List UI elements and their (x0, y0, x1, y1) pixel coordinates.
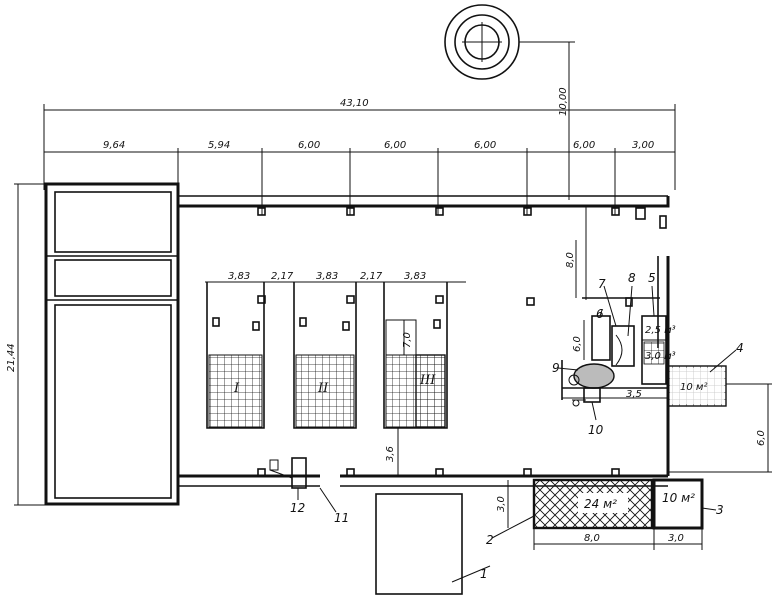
top-columns (257, 207, 667, 229)
pool-depth-label: 7,0 (402, 332, 413, 348)
segment-label-7: 3,00 (632, 140, 654, 151)
annex-small (652, 478, 704, 530)
callout-12: 12 (290, 501, 305, 515)
segment-label-3: 6,00 (298, 140, 320, 151)
pool-1 (206, 282, 266, 429)
pool-2-label: II (317, 381, 329, 396)
callout-6: 6 (596, 307, 604, 321)
area-4-label: 10 м² (680, 382, 707, 393)
callout-11: 11 (334, 511, 349, 525)
overall-length-label: 43,10 (340, 98, 369, 109)
bottom-columns (257, 297, 620, 477)
callout-7: 7 (598, 277, 606, 291)
courtyard-1 (375, 493, 463, 595)
callout-leaders (297, 285, 737, 583)
area-4-bg (670, 368, 724, 404)
annex-small-label: 10 м² (662, 491, 695, 505)
segment-label-1: 9,64 (103, 140, 125, 151)
callout-2: 2 (486, 533, 494, 547)
equipment-room (561, 206, 668, 407)
annex-main-label: 24 м² (584, 497, 617, 511)
bay-depth-label: 6,0 (572, 336, 583, 352)
annex-depth-label: 3,0 (496, 496, 507, 512)
callout-8: 8 (628, 271, 636, 285)
tank-upper-label: 2,5 м³ (645, 325, 676, 336)
callout-10: 10 (588, 423, 604, 437)
segment-label-2: 5,94 (208, 140, 230, 151)
main-hall-walls (176, 195, 670, 487)
pool-3 (383, 282, 448, 429)
tank-lower-label: 3,0 м³ (645, 351, 676, 362)
callout-5: 5 (648, 271, 656, 285)
small-width-label: 3,0 (668, 533, 684, 544)
callout-1: 1 (480, 567, 488, 581)
overall-width-label: 21,44 (6, 343, 17, 372)
side-offset-label: 8,0 (565, 252, 576, 268)
pool-1-label: I (233, 381, 240, 396)
pool-width-4: 2,17 (360, 271, 383, 282)
office-block (44, 182, 180, 506)
pool-width-5: 3,83 (404, 271, 426, 282)
pool-width-2: 2,17 (271, 271, 294, 282)
pool-width-3: 3,83 (316, 271, 338, 282)
segment-label-6: 6,00 (573, 140, 595, 151)
callout-9: 9 (552, 361, 560, 375)
segment-label-5: 6,00 (474, 140, 496, 151)
corridor-depth-label: 3,6 (385, 446, 396, 462)
segment-ticks (177, 148, 616, 215)
pool-2 (293, 282, 357, 429)
segment-label-4: 6,00 (384, 140, 406, 151)
chimney-icon (444, 4, 520, 80)
chimney-offset-label: 10,00 (558, 87, 569, 116)
right-offset-label: 6,0 (756, 430, 767, 446)
annex-width-label: 8,0 (584, 533, 600, 544)
callout-4: 4 (736, 341, 744, 355)
item-12 (269, 457, 307, 489)
pool-3-label: III (419, 373, 436, 388)
pool-width-1: 3,83 (228, 271, 250, 282)
callout-3: 3 (716, 503, 724, 517)
annex-main-bg (578, 493, 628, 513)
strip-label: 3,5 (626, 389, 642, 400)
